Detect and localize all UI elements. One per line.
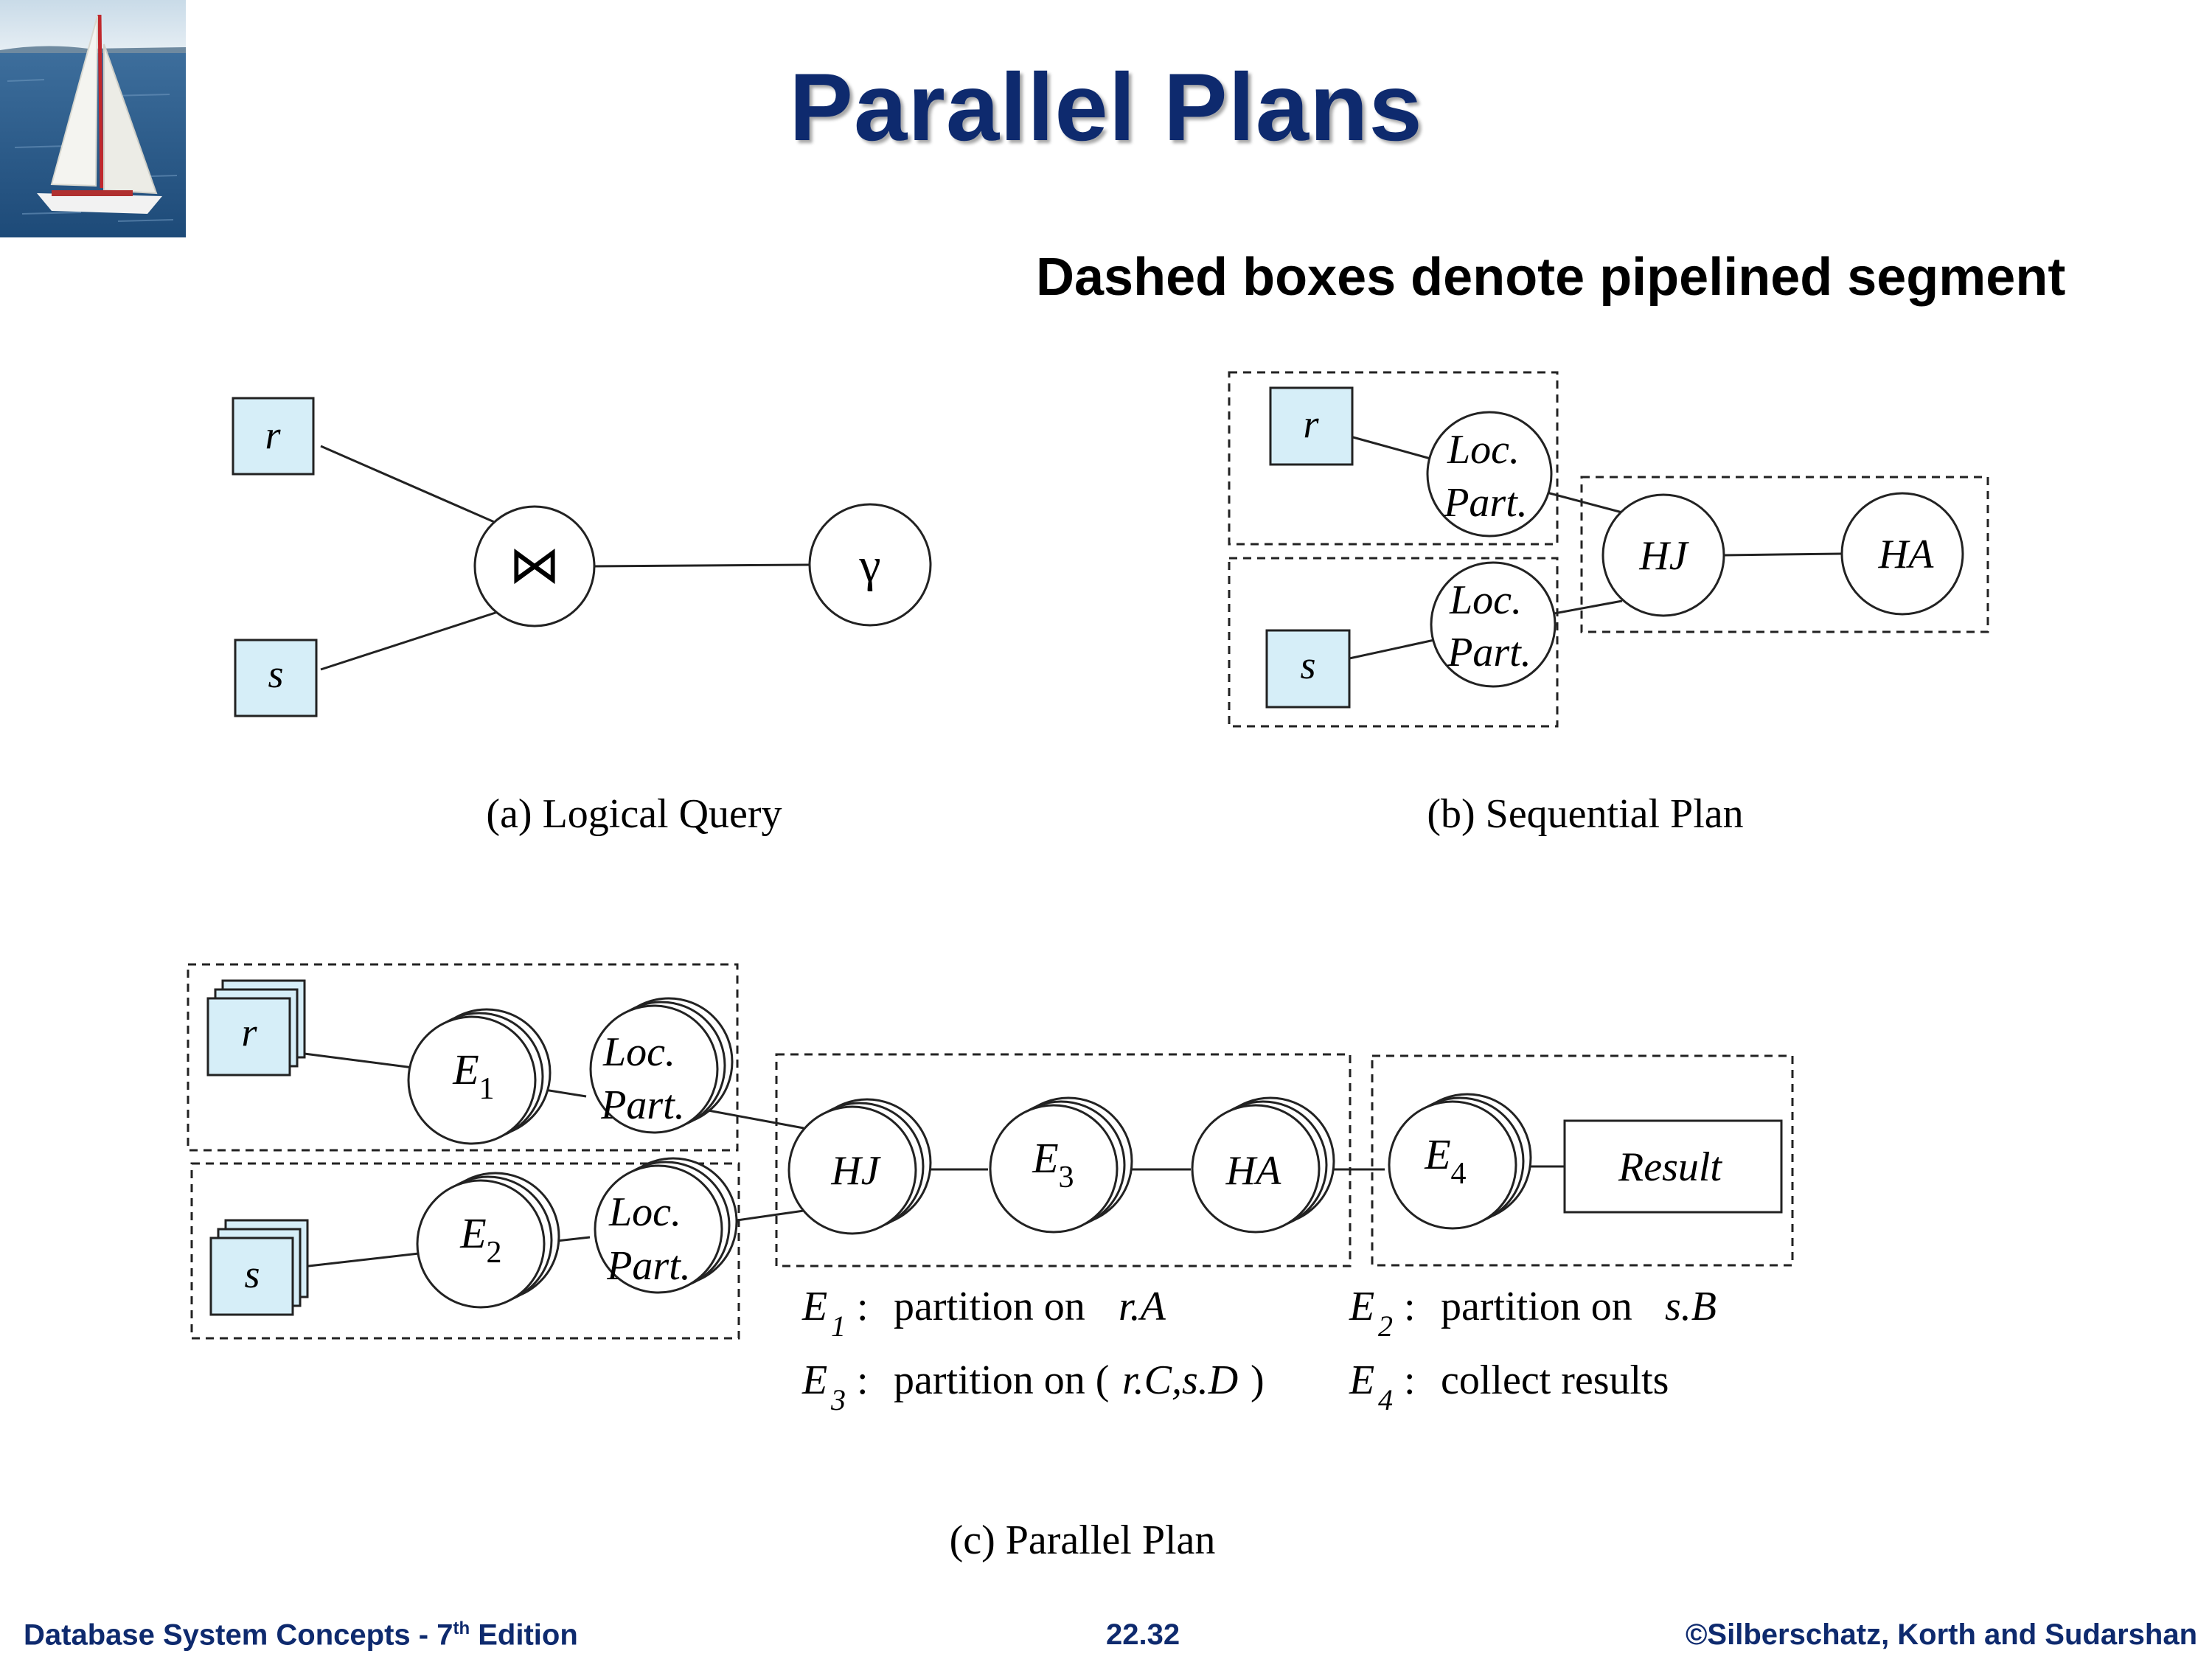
- local-partition-node: Loc. Part.: [589, 997, 734, 1134]
- svg-text:1: 1: [831, 1310, 846, 1343]
- exchange-e3-node: E 3: [989, 1096, 1133, 1234]
- caption-a: (a) Logical Query: [486, 791, 782, 837]
- svg-text:partition on: partition on: [894, 1284, 1085, 1329]
- diagram-b: r s Loc. Part. Loc. Part. HJ HA (b) Sequ…: [1228, 371, 1989, 837]
- svg-text:s.B: s.B: [1665, 1284, 1717, 1329]
- svg-text:r.C,s.D: r.C,s.D: [1122, 1357, 1238, 1403]
- svg-text:E: E: [452, 1046, 479, 1093]
- footer-slide-number: 22.32: [1106, 1618, 1180, 1651]
- svg-text:3: 3: [1059, 1161, 1074, 1194]
- svg-text:E: E: [1032, 1134, 1058, 1182]
- result-node: Result: [1563, 1119, 1783, 1214]
- svg-text:s: s: [244, 1252, 260, 1296]
- svg-text::: :: [1404, 1284, 1416, 1329]
- join-node: ⋈: [473, 505, 596, 627]
- svg-text:partition on (: partition on (: [894, 1357, 1109, 1403]
- relation-r-node: r: [232, 397, 315, 476]
- svg-text:1: 1: [479, 1072, 495, 1106]
- svg-text:partition on: partition on: [1441, 1284, 1632, 1329]
- diagram-a: r s ⋈ γ (a) Logical Query: [232, 397, 932, 837]
- legend-e4: E 4 : collect results: [1349, 1357, 1669, 1416]
- hash-aggregate-node: HA: [1840, 492, 1964, 616]
- svg-text:4: 4: [1451, 1157, 1467, 1191]
- caption-b: (b) Sequential Plan: [1427, 791, 1743, 837]
- svg-text:Part.: Part.: [600, 1082, 685, 1128]
- svg-text:Part.: Part.: [606, 1243, 691, 1289]
- hash-aggregate-node: HA: [1191, 1096, 1335, 1234]
- svg-text:E: E: [801, 1357, 827, 1403]
- pipeline-segment-box: [775, 1053, 1352, 1267]
- footer-edition: Edition: [470, 1618, 578, 1652]
- legend-e2: E 2 : partition on s.B: [1349, 1284, 1717, 1343]
- legend-e3: E 3 : partition on ( r.C,s.D ): [801, 1357, 1265, 1416]
- sailboat-logo: [0, 0, 186, 237]
- join-symbol: ⋈: [509, 538, 560, 594]
- svg-text:r: r: [241, 1010, 257, 1054]
- relation-r-stack: r: [206, 979, 306, 1077]
- relation-s-stack: s: [209, 1219, 309, 1316]
- exchange-e1-node: E 1: [407, 1008, 552, 1145]
- footer-superscript: th: [453, 1618, 470, 1638]
- svg-text:Part.: Part.: [1447, 630, 1531, 675]
- legend-e1: E 1 : partition on r.A: [801, 1284, 1166, 1343]
- relation-s-label: s: [268, 652, 283, 696]
- svg-text:collect results: collect results: [1441, 1357, 1669, 1403]
- svg-text::: :: [857, 1357, 869, 1403]
- svg-text:HA: HA: [1878, 532, 1934, 577]
- exchange-legend: E 1 : partition on r.A E 3 : partition o…: [801, 1284, 1717, 1416]
- relation-s-node: s: [234, 639, 318, 717]
- aggregate-symbol: γ: [858, 538, 880, 592]
- aggregate-node: γ: [808, 503, 932, 627]
- svg-text:s: s: [1300, 643, 1315, 687]
- pipeline-segment-box: [190, 1162, 740, 1340]
- svg-text:): ): [1251, 1357, 1265, 1403]
- subtitle: Dashed boxes denote pipelined segment: [1036, 248, 2066, 307]
- svg-text:Loc.: Loc.: [1449, 577, 1522, 623]
- pipeline-segment-box: [1228, 371, 1559, 546]
- footer-book-name: Database System Concepts - 7: [24, 1618, 453, 1652]
- pipeline-segment-box: [1580, 476, 1989, 633]
- svg-text:E: E: [1349, 1284, 1374, 1329]
- relation-r-label: r: [265, 413, 281, 457]
- svg-text:E: E: [1349, 1357, 1374, 1403]
- pipeline-segment-box: [187, 963, 739, 1152]
- svg-text:HJ: HJ: [830, 1148, 881, 1194]
- svg-text:E: E: [801, 1284, 827, 1329]
- svg-text:2: 2: [1378, 1310, 1393, 1343]
- svg-text:Result: Result: [1618, 1144, 1722, 1190]
- hash-join-node: HJ: [787, 1098, 932, 1235]
- local-partition-node: Loc. Part.: [1426, 411, 1553, 538]
- local-partition-node: Loc. Part.: [594, 1157, 738, 1294]
- svg-text:Part.: Part.: [1443, 480, 1528, 526]
- svg-text:E: E: [459, 1209, 486, 1257]
- svg-text:3: 3: [830, 1383, 846, 1416]
- svg-text::: :: [857, 1284, 869, 1329]
- hash-join-node: HJ: [1601, 493, 1725, 617]
- caption-c: (c) Parallel Plan: [950, 1517, 1216, 1563]
- svg-text::: :: [1404, 1357, 1416, 1403]
- svg-text:2: 2: [487, 1236, 502, 1270]
- footer-book-title: Database System Concepts - 7th Edition: [24, 1618, 578, 1652]
- svg-text:4: 4: [1378, 1383, 1393, 1416]
- svg-text:HJ: HJ: [1638, 533, 1689, 579]
- page-title: Parallel Plans: [789, 53, 1423, 161]
- pipeline-segment-box: [1371, 1054, 1794, 1267]
- footer-copyright: ©Silberschatz, Korth and Sudarshan: [1685, 1618, 2197, 1651]
- local-partition-node: Loc. Part.: [1430, 561, 1557, 688]
- diagram-c: r s E 1 Loc. Part.: [187, 963, 1794, 1563]
- svg-text:Loc.: Loc.: [1447, 427, 1520, 473]
- pipeline-segment-box: [1228, 557, 1559, 728]
- relation-r-node: r: [1269, 386, 1354, 466]
- svg-text:HA: HA: [1225, 1148, 1281, 1194]
- svg-text:E: E: [1424, 1130, 1450, 1178]
- relation-s-node: s: [1265, 629, 1351, 709]
- svg-text:Loc.: Loc.: [608, 1189, 681, 1235]
- svg-text:r.A: r.A: [1119, 1284, 1166, 1329]
- svg-text:Loc.: Loc.: [602, 1029, 675, 1075]
- exchange-e2-node: E 2: [416, 1172, 560, 1309]
- svg-text:r: r: [1303, 402, 1319, 446]
- exchange-e4-node: E 4: [1388, 1093, 1532, 1230]
